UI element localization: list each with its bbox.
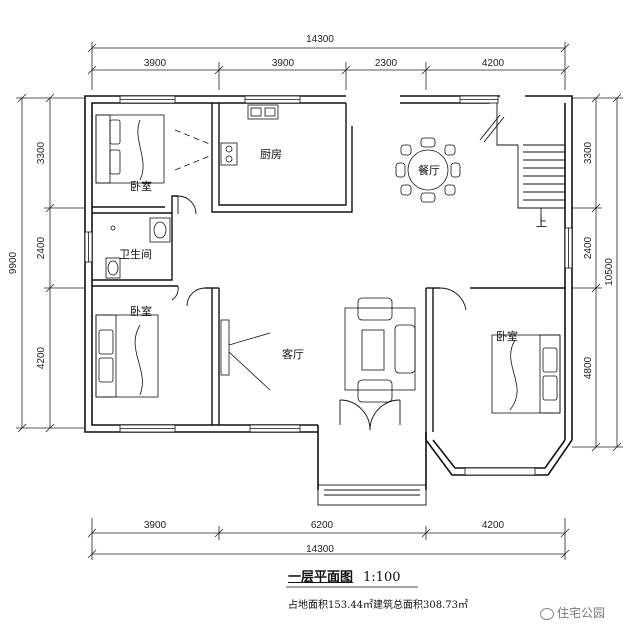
dim-top-4: 4200 xyxy=(482,58,505,69)
dim-left-3: 4200 xyxy=(36,346,47,369)
living-room-sofa-set xyxy=(344,297,416,403)
right-dimensions xyxy=(572,93,623,452)
dim-right-total: 10500 xyxy=(604,258,615,286)
kitchen-fixtures xyxy=(220,104,279,166)
dim-top-2: 3900 xyxy=(272,58,295,69)
tv-wall xyxy=(220,319,271,391)
top-dimensions xyxy=(87,42,570,90)
dim-right-3: 4800 xyxy=(583,356,594,379)
watermark: 住宅公园 xyxy=(540,604,605,621)
dim-top-total: 14300 xyxy=(306,34,334,45)
dim-top-1: 3900 xyxy=(144,58,167,69)
dim-right-2: 2400 xyxy=(583,236,594,259)
dim-bottom-2: 6200 xyxy=(311,520,334,531)
area-stats: 占地面积153.44㎡建筑总面积308.73㎡ xyxy=(288,600,468,611)
watermark-text: 住宅公园 xyxy=(557,606,606,620)
room-label-bedroom-tl: 卧室 xyxy=(130,179,152,193)
plan-title: 一层平面图 1:100 xyxy=(288,566,400,585)
dim-bottom-total: 14300 xyxy=(306,544,334,555)
dim-left-1: 3300 xyxy=(36,141,47,164)
windows xyxy=(84,95,573,476)
plan-scale: 1:100 xyxy=(363,570,401,585)
dim-left-2: 2400 xyxy=(36,236,47,259)
room-label-living: 客厅 xyxy=(282,347,304,361)
left-dimensions xyxy=(16,93,84,433)
dim-top-3: 2300 xyxy=(375,58,398,69)
dim-bottom-3: 4200 xyxy=(482,520,505,531)
room-label-kitchen: 厨房 xyxy=(260,148,282,161)
kitchen-sightlines xyxy=(174,129,213,171)
interior-walls xyxy=(92,103,565,432)
stair-up-label: 上 xyxy=(536,216,547,229)
bed-top-left xyxy=(95,114,165,184)
bed-bottom-left xyxy=(95,314,159,398)
room-label-dining: 餐厅 xyxy=(418,163,440,177)
dining-table xyxy=(395,137,461,203)
wechat-icon xyxy=(540,607,554,620)
dim-right-1: 3300 xyxy=(583,141,594,164)
staircase xyxy=(479,103,565,225)
plan-title-text: 一层平面图 xyxy=(288,570,354,585)
bathroom-fixtures xyxy=(105,217,171,279)
bottom-dimensions xyxy=(87,518,570,560)
dim-left-total: 9900 xyxy=(8,251,19,274)
entrance-steps xyxy=(317,484,427,506)
room-label-bedroom-r: 卧室 xyxy=(496,329,518,343)
bed-right xyxy=(491,334,561,414)
door-swings xyxy=(171,195,467,431)
dim-bottom-1: 3900 xyxy=(144,520,167,531)
room-label-bedroom-bl: 卧室 xyxy=(130,304,152,318)
room-label-bathroom: 卫生间 xyxy=(119,247,152,261)
